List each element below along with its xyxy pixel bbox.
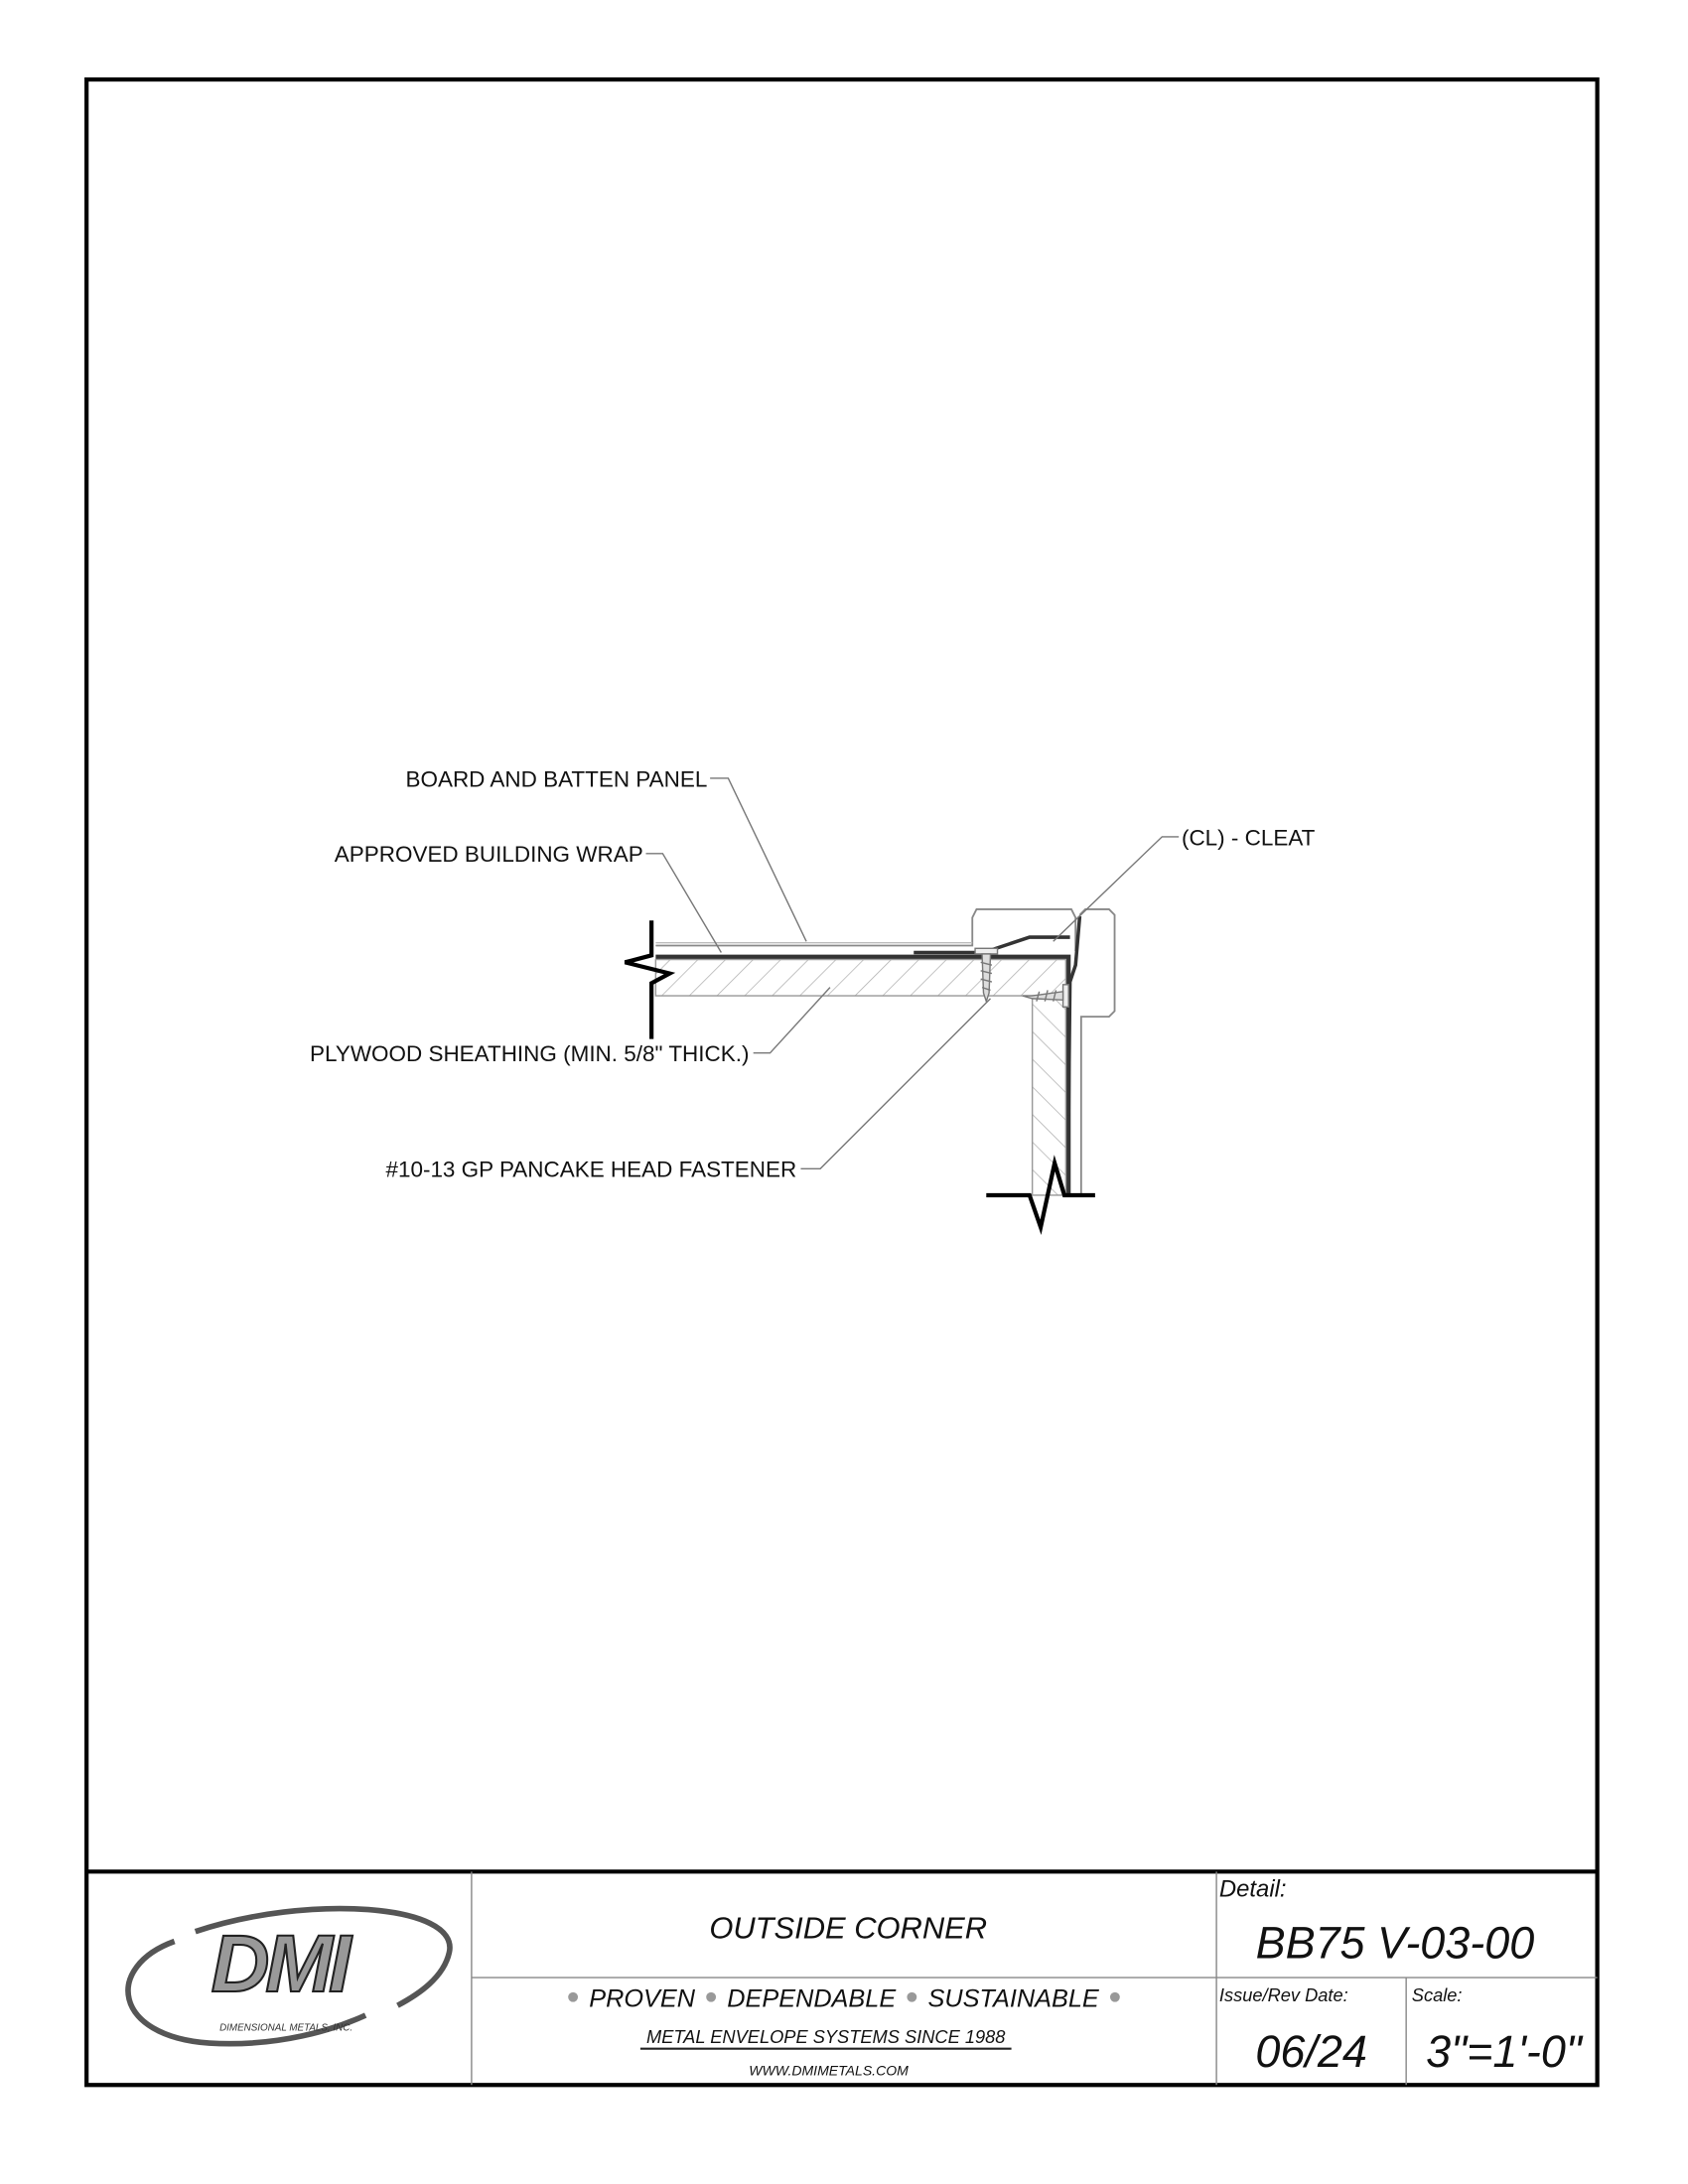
cleat: [914, 935, 1070, 955]
scale-label: Scale:: [1412, 1984, 1463, 2005]
logo-subtext: DIMENSIONAL METALS, INC.: [219, 2022, 352, 2033]
logo-wordmark: DMI: [211, 1919, 353, 2009]
label-plywood-sheathing: PLYWOOD SHEATHING (MIN. 5/8" THICK.): [310, 1041, 749, 1066]
corner-detail: BOARD AND BATTEN PANEL APPROVED BUILDING…: [310, 766, 1316, 1236]
issue-date: 06/24: [1255, 2026, 1366, 2077]
break-line-icon: [986, 1155, 1095, 1236]
scale-value: 3"=1'-0": [1426, 2026, 1584, 2077]
sheet-border: [84, 76, 1600, 2088]
title-block: DMI DIMENSIONAL METALS, INC. OUTSIDE COR…: [86, 1869, 1598, 2086]
bullet-icon: [1109, 1991, 1120, 2002]
board-batten-panel: [655, 908, 1077, 952]
tagline: PROVEN DEPENDABLE SUSTAINABLE: [568, 1985, 1120, 2013]
break-line-icon: [624, 920, 676, 1039]
detail-label: Detail:: [1219, 1876, 1287, 1903]
tagline-proven: PROVEN: [589, 1985, 695, 2013]
board-batten-panel-return: [1078, 908, 1116, 1195]
slogan: METAL ENVELOPE SYSTEMS SINCE 1988: [646, 2026, 1006, 2047]
drawing-title: OUTSIDE CORNER: [709, 1911, 987, 1946]
bullet-icon: [706, 1991, 717, 2002]
label-cleat: (CL) - CLEAT: [1182, 825, 1316, 850]
plywood-sheathing-vertical: [1031, 995, 1067, 1196]
website: WWW.DMIMETALS.COM: [749, 2062, 909, 2078]
leader-lines: [645, 777, 1180, 1169]
bullet-icon: [907, 1991, 917, 2002]
plywood-sheathing-horizontal: [654, 958, 1067, 997]
issue-date-label: Issue/Rev Date:: [1219, 1984, 1348, 2005]
fastener-icon: [1022, 984, 1069, 1009]
bullet-icon: [568, 1991, 579, 2002]
tagline-dependable: DEPENDABLE: [727, 1985, 897, 2013]
dmi-logo: DMI DIMENSIONAL METALS, INC.: [125, 1905, 453, 2047]
fastener-icon: [974, 947, 999, 1004]
label-board-batten-panel: BOARD AND BATTEN PANEL: [406, 766, 708, 791]
label-fastener: #10-13 GP PANCAKE HEAD FASTENER: [385, 1158, 796, 1182]
detail-number: BB75 V-03-00: [1256, 1917, 1535, 1968]
label-building-wrap: APPROVED BUILDING WRAP: [335, 842, 643, 867]
cleat-return: [1066, 915, 1082, 1116]
tagline-sustainable: SUSTAINABLE: [927, 1985, 1099, 2013]
